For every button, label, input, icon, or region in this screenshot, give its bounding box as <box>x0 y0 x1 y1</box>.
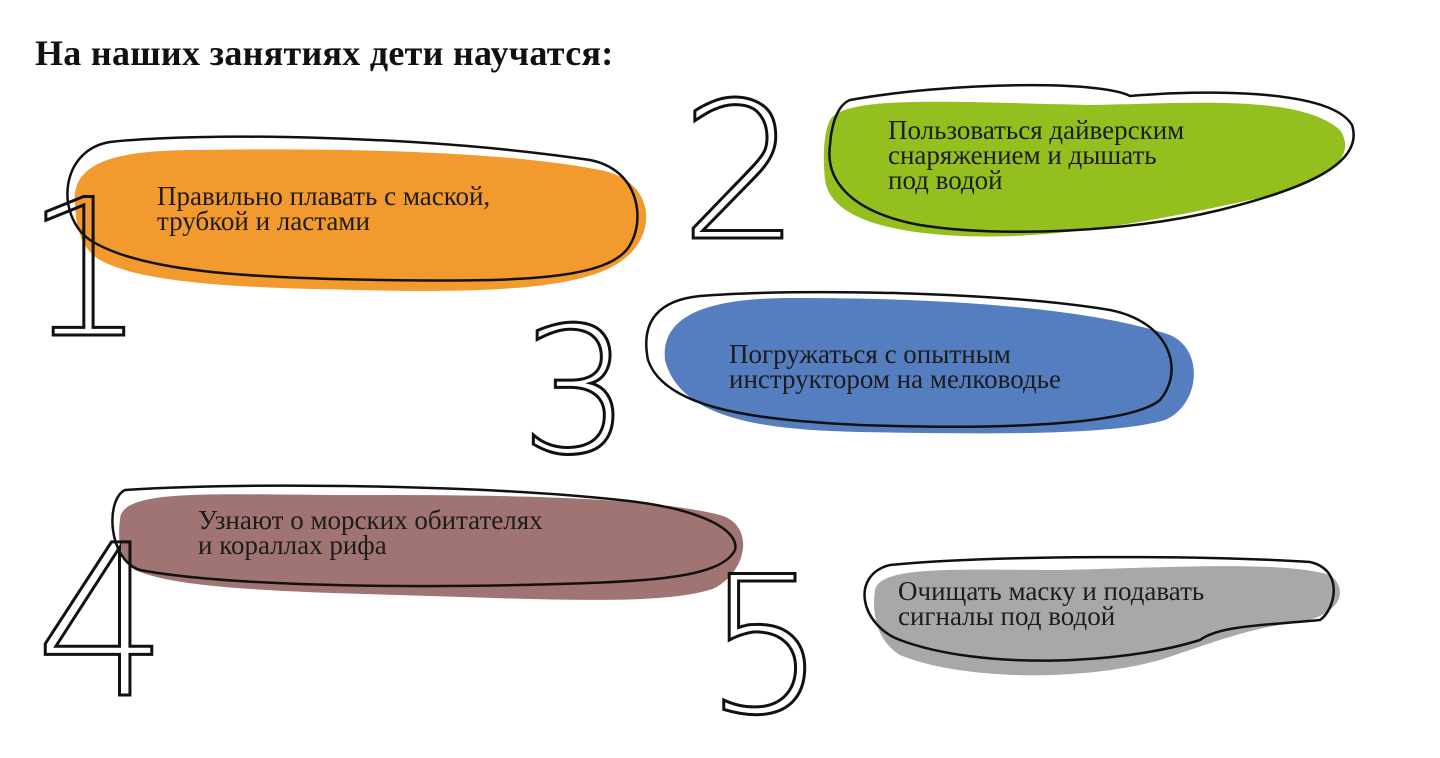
item-3-line-1: Погружаться с опытным <box>729 339 1011 369</box>
item-5-text: Очищать маску и подавать сигналы под вод… <box>898 576 1205 631</box>
item-3-text: Погружаться с опытным инструктором на ме… <box>729 339 1061 394</box>
item-number-5: 5 <box>705 536 826 757</box>
item-number-1: 1 <box>25 159 146 380</box>
outline-1 <box>66 135 639 282</box>
blue-blob <box>664 297 1194 434</box>
item-2-line-3: под водой <box>888 165 1003 195</box>
mauve-blob <box>119 494 744 600</box>
item-4-line-1: Узнают о морских обитателях <box>198 505 543 535</box>
item-1-text: Правильно плавать с маской, трубкой и ла… <box>157 181 491 236</box>
green-blob <box>823 101 1346 237</box>
item-2-line-2: снаряжением и дышать <box>888 140 1157 170</box>
orange-blob <box>74 149 647 291</box>
item-number-2: 2 <box>680 62 801 283</box>
item-4-text: Узнают о морских обитателях и кораллах р… <box>198 505 543 560</box>
outline-2 <box>828 83 1355 234</box>
item-number-3: 3 <box>520 291 631 494</box>
item-1-line-1: Правильно плавать с маской, <box>157 181 491 211</box>
item-3-line-2: инструктором на мелководье <box>729 364 1061 394</box>
outline-4 <box>111 484 737 588</box>
item-2-text: Пользоваться дайверским снаряжением и ды… <box>888 115 1185 195</box>
item-5-line-1: Очищать маску и подавать <box>898 576 1205 606</box>
outline-3 <box>645 290 1173 428</box>
item-1-line-2: трубкой и ластами <box>157 206 370 236</box>
gray-blob <box>874 566 1340 676</box>
item-4-line-2: и кораллах рифа <box>198 530 387 560</box>
item-2-line-1: Пользоваться дайверским <box>888 115 1185 145</box>
outline-5 <box>863 555 1335 662</box>
item-number-4: 4 <box>35 500 169 745</box>
item-5-line-2: сигналы под водой <box>898 601 1116 631</box>
page-title: На наших занятиях дети научатся: <box>35 33 614 73</box>
